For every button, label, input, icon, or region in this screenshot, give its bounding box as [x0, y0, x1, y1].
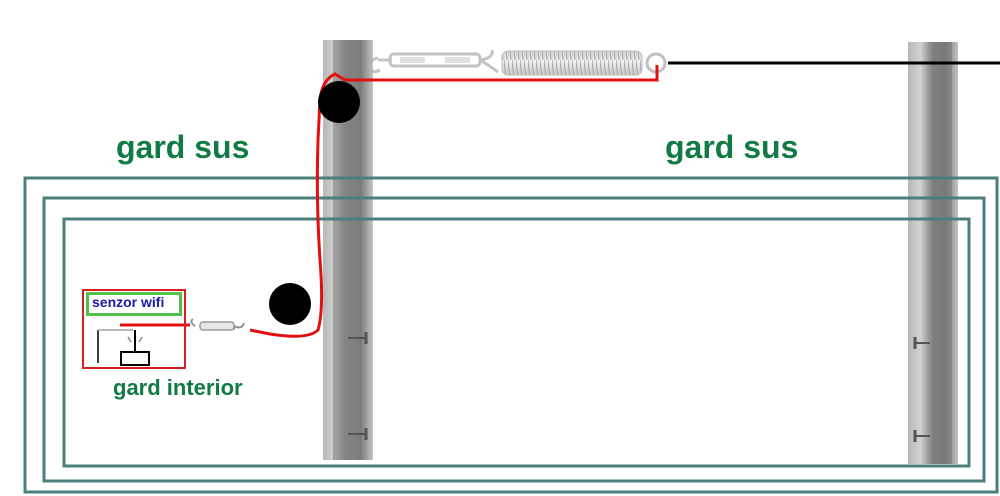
sensor-enclosure [82, 289, 186, 369]
pulley-bottom [269, 283, 311, 325]
sensor-label-box [86, 292, 182, 316]
interior-fence-label: gard interior [113, 375, 243, 400]
screw-icon [348, 332, 368, 344]
turnbuckle-bottom [190, 318, 245, 331]
sensor-label: senzor wifi [92, 294, 165, 310]
sensor-device-icon [120, 351, 150, 366]
fence-label-left: gard sus [116, 129, 250, 165]
turnbuckle-top [368, 49, 499, 74]
fence-middle [42, 196, 986, 483]
fence-outer [23, 176, 999, 494]
screw-icon [348, 428, 368, 440]
right-post [908, 42, 958, 464]
sensor-wire [120, 65, 659, 338]
tension-spring [501, 50, 667, 76]
pulley-top [318, 81, 360, 123]
screw-icon [913, 337, 930, 349]
fence-label-right: gard sus [665, 129, 799, 165]
screw-icon [913, 430, 930, 442]
fence-lines [23, 176, 999, 494]
fence-inner [62, 217, 971, 468]
